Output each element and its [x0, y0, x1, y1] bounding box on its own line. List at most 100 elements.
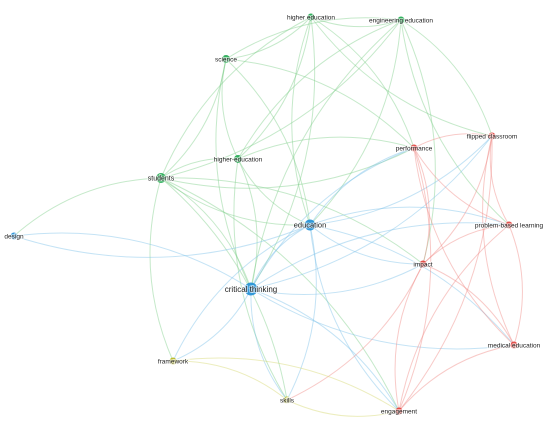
edge-students-skills	[160, 177, 288, 401]
edge-education-performance	[309, 147, 415, 226]
edge-higher-education-top-engineering-education	[310, 16, 402, 28]
node-engineering-education[interactable]	[397, 16, 405, 24]
labels-layer: higher education engineering education sci…	[3, 13, 544, 416]
node-students[interactable]	[156, 173, 166, 183]
edge-science-engineering-education	[225, 17, 402, 60]
edge-impact-medical-education	[422, 263, 515, 346]
edge-science-education	[225, 58, 311, 226]
edge-skills-engagement	[286, 399, 400, 417]
node-engagement[interactable]	[395, 407, 403, 415]
edge-critical-thinking-medical-education	[250, 288, 515, 350]
edge-critical-thinking-impact	[250, 263, 424, 295]
edge-flipped-classroom-impact	[422, 135, 493, 265]
edge-higher-education-top-higher-education	[237, 16, 312, 160]
edges-layer	[13, 16, 523, 417]
edge-students-higher-education-top	[160, 16, 312, 179]
edge-science-critical-thinking	[215, 58, 252, 290]
edge-students-critical-thinking	[160, 177, 252, 290]
label-skills: skills	[280, 397, 295, 404]
label-critical-thinking: critical thinking	[225, 285, 277, 294]
edge-engineering-education-impact	[400, 19, 436, 265]
node-performance[interactable]	[410, 144, 418, 152]
node-science[interactable]	[222, 55, 230, 63]
edge-students-design	[13, 177, 162, 237]
edge-higher-education-education	[237, 158, 311, 226]
edge-impact-skills	[286, 263, 424, 401]
edge-engineering-education-critical-thinking	[250, 19, 402, 290]
edge-education-critical-thinking	[250, 224, 311, 290]
label-flipped-classroom: flipped classroom	[467, 133, 518, 140]
edge-critical-thinking-engagement	[250, 288, 400, 412]
edge-students-engineering-education	[160, 19, 402, 179]
edge-medical-education-engagement	[398, 344, 515, 412]
edge-higher-education-top-performance	[310, 16, 415, 149]
edge-critical-thinking-performance	[250, 147, 415, 290]
edge-framework-skills	[172, 360, 288, 401]
node-flipped-classroom[interactable]	[488, 132, 496, 140]
label-problem-based-learning: problem-based learning	[475, 222, 544, 229]
node-impact[interactable]	[419, 260, 427, 268]
edge-problem-based-learning-medical-education	[508, 224, 523, 346]
edge-higher-education-top-education	[291, 16, 312, 226]
edge-critical-thinking-problem-based-learning	[250, 222, 510, 290]
label-science: science	[215, 56, 237, 63]
label-performance: performance	[396, 145, 433, 152]
edge-performance-medical-education	[413, 147, 515, 346]
label-framework: framework	[158, 358, 189, 365]
edge-students-impact	[160, 177, 424, 265]
label-impact: impact	[413, 261, 432, 268]
edge-higher-education-skills	[233, 158, 288, 401]
edge-performance-engagement	[398, 147, 432, 412]
edge-engineering-education-education	[309, 19, 402, 226]
edge-performance-impact	[413, 147, 430, 265]
edge-flipped-classroom-medical-education	[482, 135, 515, 346]
edge-students-framework	[149, 177, 174, 362]
edge-higher-education-top-critical-thinking	[250, 16, 316, 290]
node-skills[interactable]	[283, 396, 291, 404]
label-engineering-education: engineering education	[369, 17, 433, 24]
node-medical-education[interactable]	[510, 341, 518, 349]
label-medical-education: medical education	[488, 342, 541, 349]
edge-education-skills	[286, 224, 317, 401]
edge-critical-thinking-flipped-classroom	[250, 135, 493, 290]
edge-students-performance	[160, 147, 415, 189]
edge-design-education	[13, 224, 311, 258]
edge-education-problem-based-learning	[309, 206, 510, 226]
label-design: design	[4, 233, 24, 240]
label-higher-education-top: higher education	[287, 14, 335, 21]
label-students: students	[148, 175, 175, 182]
node-problem-based-learning[interactable]	[505, 221, 513, 229]
label-engagement: engagement	[381, 408, 417, 415]
edge-engineering-education-higher-education	[237, 19, 402, 160]
nodes-layer	[10, 13, 518, 415]
edge-higher-education-performance	[237, 136, 415, 160]
label-higher-education: higher-education	[214, 156, 263, 163]
edge-impact-engagement	[394, 263, 424, 412]
edge-flipped-classroom-problem-based-learning	[489, 135, 510, 226]
edge-flipped-classroom-engagement	[398, 135, 493, 412]
edge-critical-thinking-framework	[172, 288, 252, 362]
edge-students-education	[160, 177, 311, 226]
edge-framework-engagement	[172, 357, 400, 412]
node-design[interactable]	[10, 232, 18, 240]
node-education[interactable]	[304, 219, 316, 231]
edge-education-flipped-classroom	[309, 135, 493, 226]
node-critical-thinking[interactable]	[244, 282, 258, 296]
edge-problem-based-learning-impact	[422, 224, 510, 265]
node-higher-education[interactable]	[234, 155, 242, 163]
node-framework[interactable]	[169, 357, 177, 365]
edge-students-higher-education	[160, 157, 239, 179]
edge-engineering-education-flipped-classroom	[400, 19, 493, 137]
edge-education-impact	[309, 224, 424, 265]
edge-science-higher-education-top	[225, 16, 312, 60]
edge-performance-flipped-classroom	[413, 133, 493, 149]
edge-higher-education-critical-thinking	[237, 158, 258, 290]
edge-students-engagement	[160, 177, 400, 412]
edge-education-framework	[172, 224, 311, 362]
edge-science-performance	[225, 58, 415, 149]
edge-critical-thinking-skills	[250, 288, 288, 401]
edge-students-science	[160, 58, 227, 179]
label-education: education	[294, 221, 327, 230]
node-higher-education-top[interactable]	[307, 13, 315, 21]
